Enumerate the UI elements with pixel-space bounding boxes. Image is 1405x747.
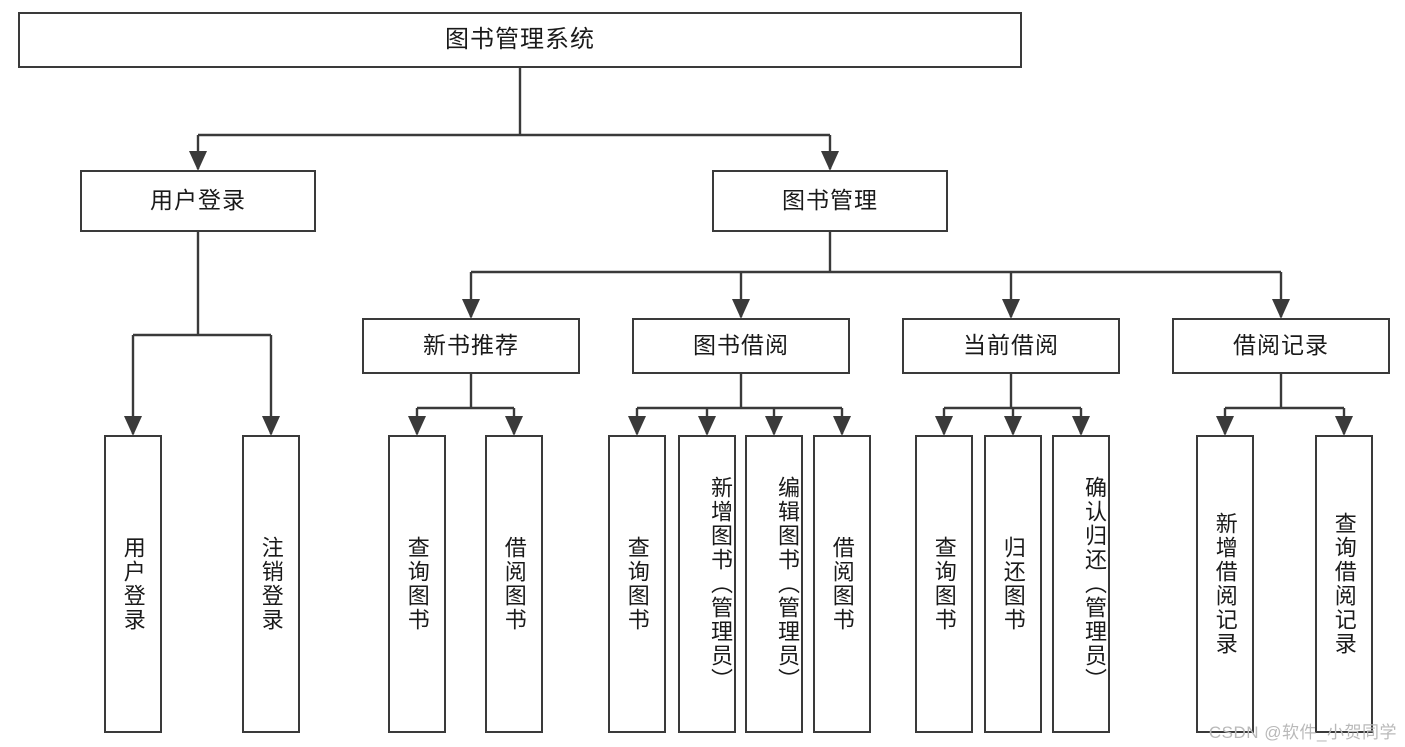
node-leaf-borrow-book-rec[interactable]: 借阅图书 [485,435,543,733]
node-leaf-logout-login[interactable]: 注销登录 [242,435,300,733]
node-leaf-confirm-return-admin[interactable]: 确认归还（管理员） [1052,435,1110,733]
node-new-book-recommend[interactable]: 新书推荐 [362,318,580,374]
node-leaf-return-book[interactable]: 归还图书 [984,435,1042,733]
node-leaf-add-book-admin[interactable]: 新增图书（管理员） [678,435,736,733]
node-book-borrow[interactable]: 图书借阅 [632,318,850,374]
node-leaf-query-book-rec[interactable]: 查询图书 [388,435,446,733]
watermark-label: CSDN @软件_小贺同学 [1208,723,1397,742]
node-leaf-edit-book-admin[interactable]: 编辑图书（管理员） [745,435,803,733]
node-book-management[interactable]: 图书管理 [712,170,948,232]
node-leaf-borrow-book[interactable]: 借阅图书 [813,435,871,733]
node-leaf-query-book-current[interactable]: 查询图书 [915,435,973,733]
node-root[interactable]: 图书管理系统 [18,12,1022,68]
node-user-login[interactable]: 用户登录 [80,170,316,232]
node-current-borrow[interactable]: 当前借阅 [902,318,1120,374]
node-leaf-user-login[interactable]: 用户登录 [104,435,162,733]
node-leaf-add-borrow-record[interactable]: 新增借阅记录 [1196,435,1254,733]
node-leaf-query-borrow-record[interactable]: 查询借阅记录 [1315,435,1373,733]
node-borrow-record[interactable]: 借阅记录 [1172,318,1390,374]
node-leaf-query-book-borrow[interactable]: 查询图书 [608,435,666,733]
